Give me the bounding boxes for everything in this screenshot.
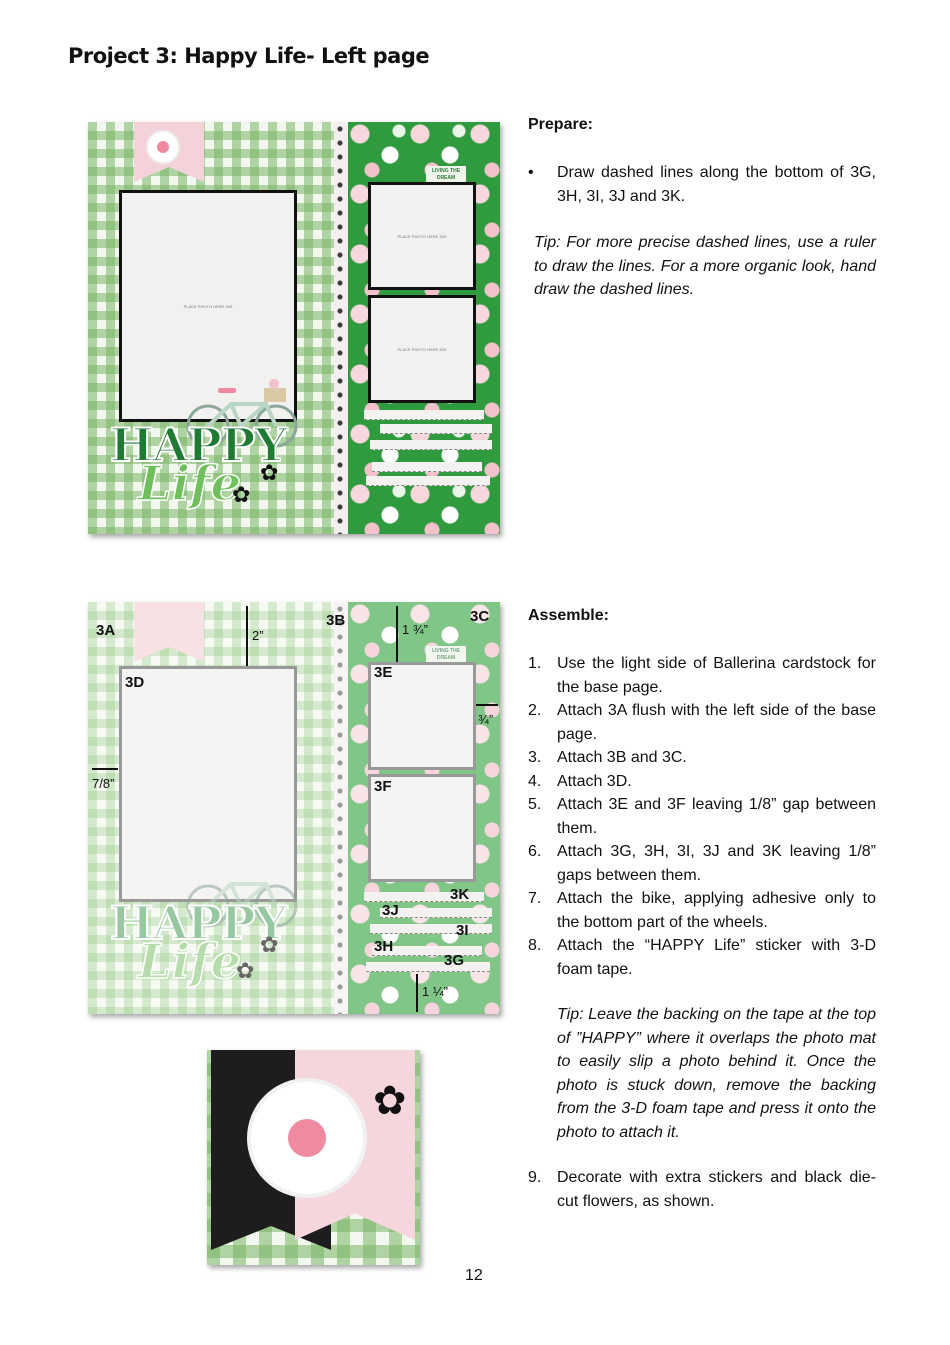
list-item: 4. Attach 3D. — [528, 770, 876, 794]
bullet-icon: • — [528, 164, 534, 181]
journal-strip-3k — [364, 410, 484, 420]
step-text: Attach 3E and 3F leaving 1/8” gap betwee… — [557, 796, 876, 837]
dim-arrow-top — [246, 606, 248, 666]
step-number: 7. — [528, 890, 542, 907]
list-item: 1. Use the light side of Ballerina cardst… — [528, 652, 876, 699]
photo-mat-large — [119, 666, 297, 902]
photo-mat-3e — [368, 662, 476, 770]
photo-mat-small-2: PLACE PHOTO HERE 3X3 — [368, 295, 476, 403]
step-text: Attach 3G, 3H, 3I, 3J and 3K leaving 1/8… — [557, 843, 876, 884]
happy-sticker: HAPPY — [109, 417, 288, 473]
photo-mat-small-1: PLACE PHOTO HERE 3X3 — [368, 182, 476, 290]
step-text: Attach the bike, applying adhesive only … — [557, 890, 876, 931]
list-item: 8. Attach the “HAPPY Life” sticker with 3… — [528, 934, 876, 981]
layout-photo: PLACE PHOTO HERE 3X5 LIVING THE DREAM PL… — [88, 122, 500, 534]
life-sticker: Life — [137, 455, 242, 513]
black-flower-icon: ✿ — [232, 482, 251, 507]
step-text: Attach 3B and 3C. — [557, 749, 687, 766]
label-3j: 3J — [382, 902, 399, 919]
photo-mat-large: PLACE PHOTO HERE 3X5 — [119, 190, 297, 422]
list-item: 5. Attach 3E and 3F leaving 1/8” gap betw… — [528, 793, 876, 840]
dim-b-top: 1 ¾” — [402, 622, 429, 637]
label-3g: 3G — [444, 952, 465, 969]
detail-closeup-photo: ✿ — [207, 1050, 420, 1265]
life-sticker: Life — [137, 933, 242, 991]
dim-bottom: 1 ¼” — [422, 984, 449, 999]
step-text: Attach 3A flush with the left side of th… — [557, 702, 876, 743]
page-number: 12 — [465, 1267, 483, 1284]
happy-sticker: HAPPY — [109, 895, 288, 951]
step-text: Use the light side of Ballerina cardstoc… — [557, 655, 876, 696]
step-number: 5. — [528, 796, 542, 813]
list-item: 2. Attach 3A flush with the left side of … — [528, 699, 876, 746]
daisy-icon — [146, 130, 180, 164]
label-3h: 3H — [374, 938, 394, 955]
step-text: Attach 3D. — [557, 772, 632, 790]
dim-arrow-bottom — [416, 974, 418, 1012]
step-number: 1. — [528, 655, 542, 672]
black-flower-icon: ✿ — [260, 460, 279, 485]
photo-mat-3f — [368, 774, 476, 882]
page-title: Project 3: Happy Life- Left page — [68, 44, 430, 68]
label-3d: 3D — [125, 674, 145, 691]
step-text: Attach the “HAPPY Life” sticker with 3-D… — [557, 937, 876, 978]
assembly-diagram: LIVING THE DREAM HAPPY Life ✿ ✿ 3A 3B 3C… — [88, 602, 500, 1014]
assemble-heading: Assemble: — [528, 607, 609, 624]
journal-strip-3i — [370, 924, 492, 934]
assemble-final-step: 9. Decorate with extra stickers and blac… — [528, 1166, 876, 1213]
list-item: 6. Attach 3G, 3H, 3I, 3J and 3K leaving 1… — [528, 840, 876, 887]
journal-strip-3i — [370, 440, 492, 450]
black-flower-icon: ✿ — [373, 1079, 407, 1123]
prepare-heading: Prepare: — [528, 116, 593, 133]
dim-top: 2” — [252, 628, 264, 643]
step-number: 2. — [528, 702, 542, 719]
journal-strip-3g — [366, 962, 490, 972]
label-3f: 3F — [374, 778, 392, 795]
journal-strip-3h — [372, 946, 482, 956]
step-number: 3. — [528, 749, 542, 766]
dim-right: ¾” — [478, 712, 494, 727]
border-strip — [334, 122, 348, 534]
border-strip — [334, 602, 348, 1014]
label-3k: 3K — [450, 886, 470, 903]
label-3c: 3C — [470, 608, 490, 625]
black-flower-icon: ✿ — [260, 932, 279, 957]
journal-strip-3j — [380, 908, 492, 918]
list-item: 3. Attach 3B and 3C. — [528, 746, 876, 770]
label-3a: 3A — [96, 622, 116, 639]
daisy-icon — [251, 1082, 363, 1194]
prepare-tip: Tip: For more precise dashed lines, use … — [534, 234, 876, 298]
list-item: 7. Attach the bike, applying adhesive onl… — [528, 887, 876, 934]
prepare-bullet: • Draw dashed lines along the bottom of … — [528, 161, 876, 208]
journal-strip-3k — [364, 892, 484, 902]
bike-sticker — [186, 882, 298, 928]
label-3b: 3B — [326, 612, 346, 629]
dim-arrow-b-top — [396, 606, 398, 662]
bike-sticker — [186, 379, 298, 448]
dim-left: 7/8” — [92, 776, 115, 791]
list-item: 9. Decorate with extra stickers and blac… — [528, 1169, 876, 1210]
dim-arrow-left — [92, 768, 118, 770]
journal-strip-3j — [380, 424, 492, 434]
step-number: 4. — [528, 772, 542, 790]
assemble-steps: 1. Use the light side of Ballerina cardst… — [528, 652, 876, 981]
dim-arrow-right — [476, 704, 498, 706]
step-number: 6. — [528, 843, 542, 860]
label-3i: 3I — [456, 922, 469, 939]
journal-strip-3h — [372, 462, 482, 472]
step-number: 8. — [528, 937, 542, 954]
label-3e: 3E — [374, 664, 393, 681]
black-flower-icon: ✿ — [236, 958, 255, 983]
journal-strip-3g — [366, 476, 490, 486]
assemble-tip: Tip: Leave the backing on the tape at th… — [557, 1006, 876, 1141]
